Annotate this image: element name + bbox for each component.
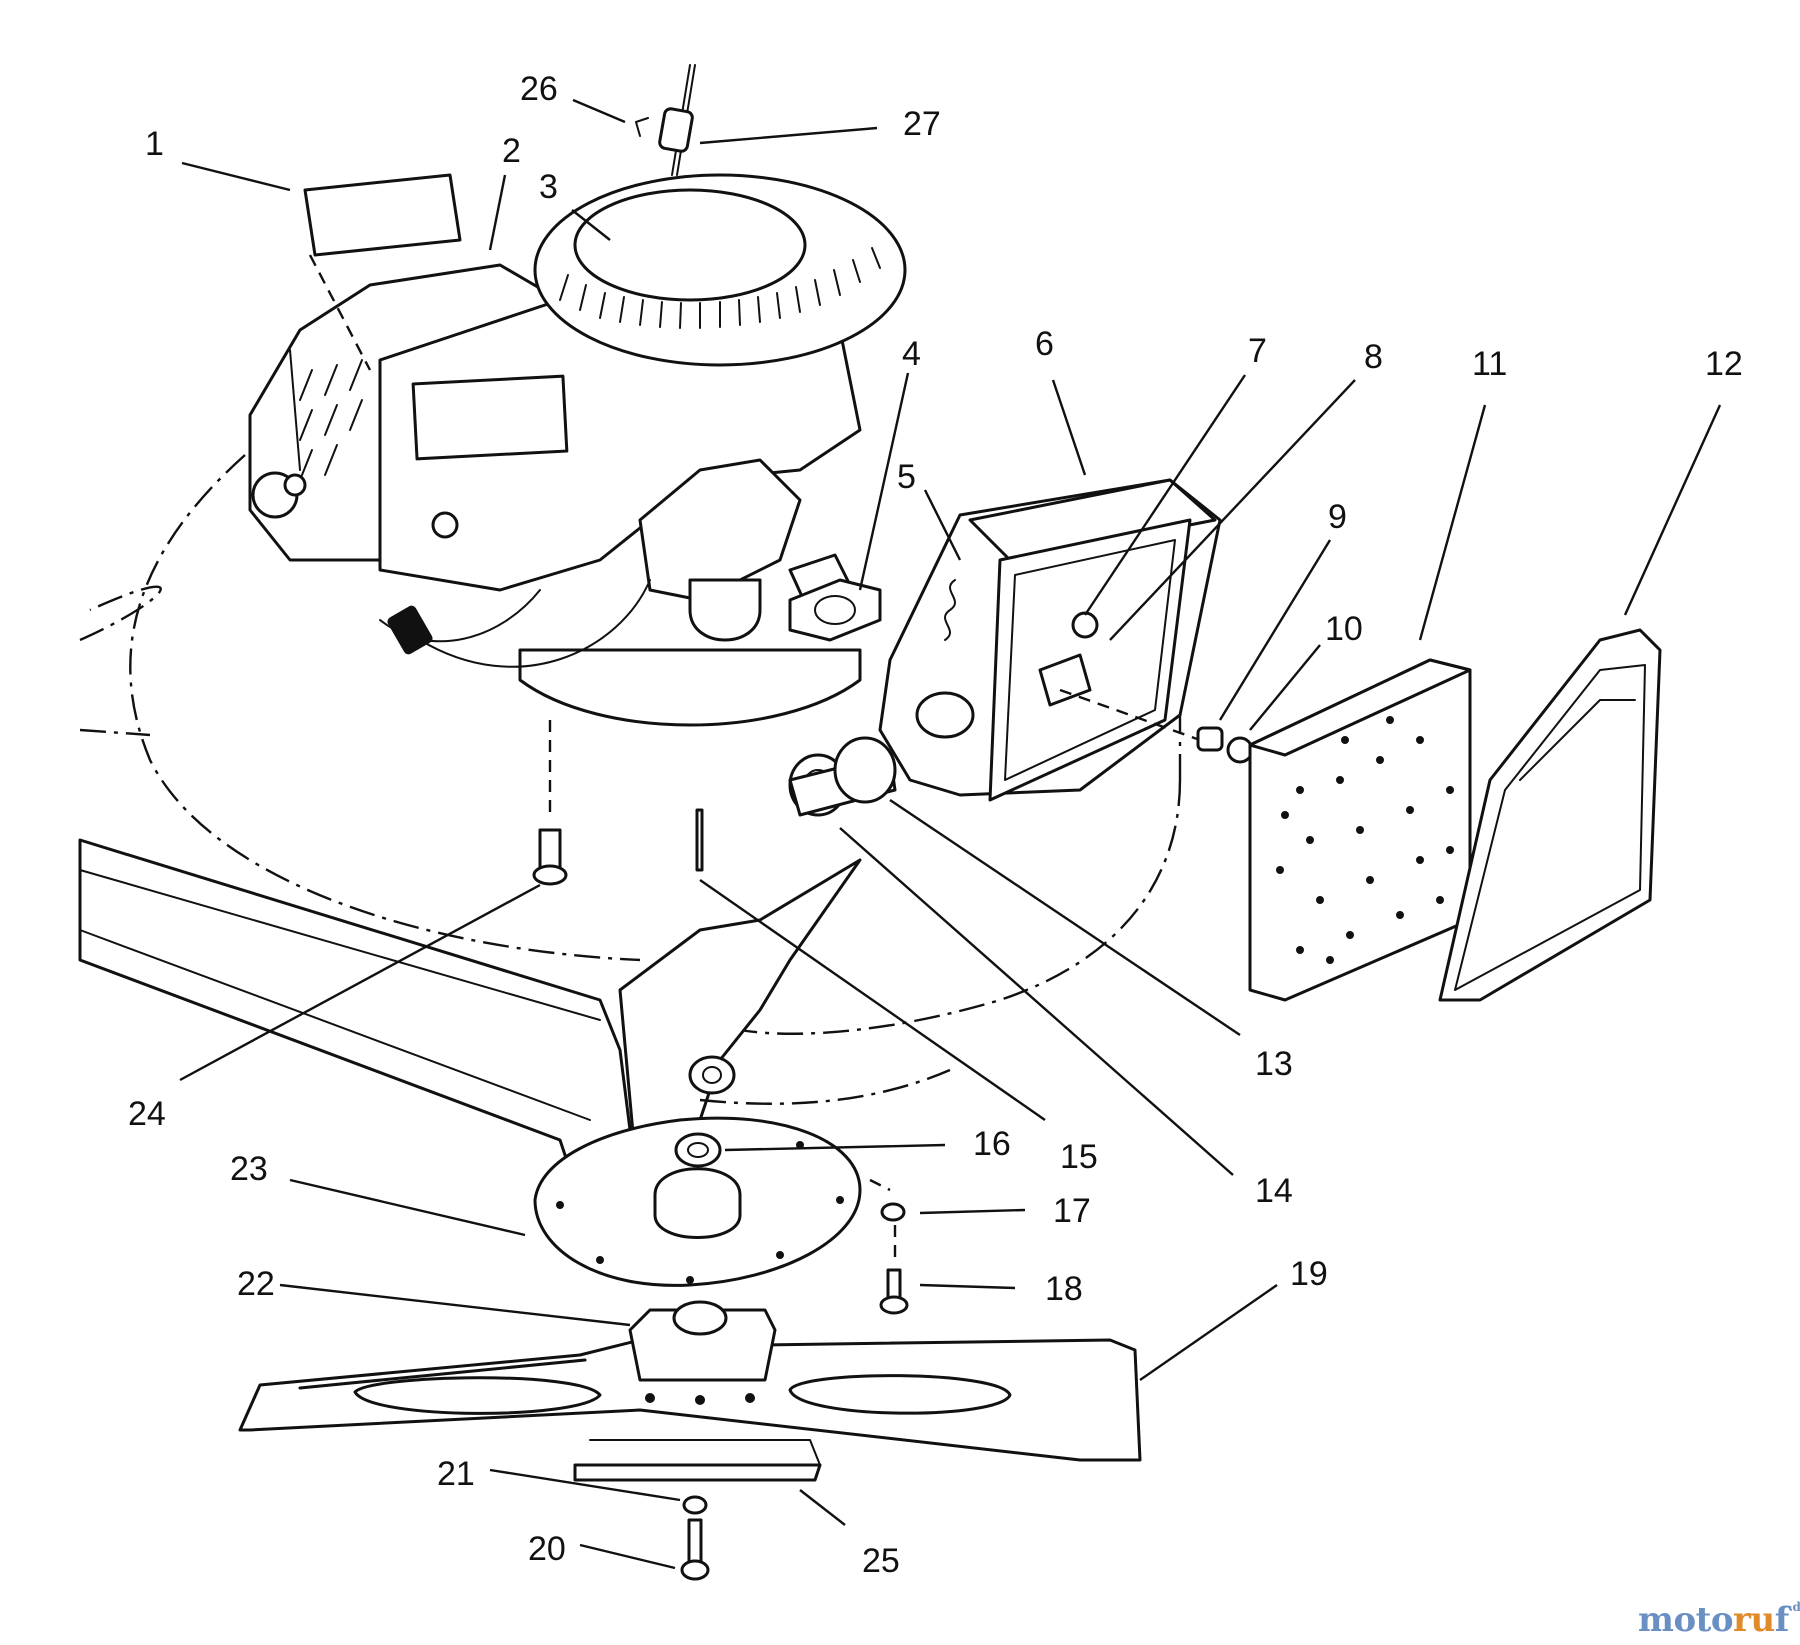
leader-13 — [889, 799, 1241, 1036]
callout-16: 16 — [973, 1125, 1011, 1163]
callout-7: 7 — [1248, 332, 1267, 370]
leader-19 — [1139, 1284, 1278, 1381]
leader-15 — [699, 879, 1046, 1121]
screw-nut — [1059, 688, 1254, 764]
leader-22 — [279, 1283, 631, 1327]
leader-9 — [1218, 539, 1332, 721]
callout-5: 5 — [897, 458, 916, 496]
leader-1 — [181, 161, 291, 192]
leader-27 — [699, 126, 878, 145]
callout-2: 2 — [502, 132, 521, 170]
callout-20: 20 — [528, 1530, 566, 1568]
callout-8: 8 — [1364, 338, 1383, 376]
engine-bolt — [532, 720, 704, 886]
leader-16 — [724, 1143, 946, 1152]
watermark-tld: .de — [1788, 1600, 1800, 1614]
callout-1: 1 — [145, 125, 164, 163]
watermark-part1: moto — [1638, 1600, 1734, 1640]
callout-6: 6 — [1035, 325, 1054, 363]
filter-cover — [1438, 628, 1662, 1002]
blade-bolt — [680, 1495, 710, 1581]
leader-23 — [289, 1178, 526, 1237]
watermark-part3: f — [1774, 1600, 1790, 1640]
watermark-part2: ru — [1733, 1600, 1775, 1640]
callout-18: 18 — [1045, 1270, 1083, 1308]
leader-18 — [919, 1283, 1016, 1290]
callout-4: 4 — [902, 335, 921, 373]
leader-10 — [1249, 644, 1321, 731]
callout-14: 14 — [1255, 1172, 1293, 1210]
callout-10: 10 — [1325, 610, 1363, 648]
leader-6 — [1051, 379, 1087, 476]
engine-block — [248, 173, 907, 727]
callout-25: 25 — [862, 1542, 900, 1580]
leader-3 — [571, 209, 611, 241]
leader-8 — [1109, 379, 1356, 641]
leader-7 — [1084, 374, 1246, 616]
leader-2 — [488, 174, 507, 251]
callout-12: 12 — [1705, 345, 1743, 383]
callout-15: 15 — [1060, 1138, 1098, 1176]
air-filter-base — [878, 478, 1222, 802]
callout-27: 27 — [903, 105, 941, 143]
blade-adapter-plate — [533, 1116, 891, 1287]
leader-5 — [923, 489, 962, 561]
leader-21 — [489, 1468, 681, 1502]
washer-bolt — [879, 1202, 909, 1315]
leader-lines — [179, 98, 1722, 1570]
foam-element — [1248, 658, 1472, 1002]
callout-23: 23 — [230, 1150, 268, 1188]
callout-17: 17 — [1053, 1192, 1091, 1230]
watermark-logo: motoruf.de — [1638, 1600, 1800, 1640]
callout-26: 26 — [520, 70, 558, 108]
filter-caps — [788, 736, 897, 817]
callout-labels: 1 2 3 4 5 6 7 8 9 10 11 12 13 14 15 16 1… — [128, 70, 1743, 1580]
callout-21: 21 — [437, 1455, 475, 1493]
callout-11: 11 — [1472, 345, 1507, 383]
leader-25 — [799, 1489, 846, 1526]
leader-12 — [1623, 404, 1722, 616]
leader-14 — [839, 827, 1234, 1176]
callout-19: 19 — [1290, 1255, 1328, 1293]
leader-20 — [579, 1543, 676, 1570]
decal-part — [303, 173, 462, 371]
callout-24: 24 — [128, 1095, 166, 1133]
callout-22: 22 — [237, 1265, 275, 1303]
gasket-part — [788, 578, 882, 642]
leader-4 — [858, 372, 910, 591]
callout-13: 13 — [1255, 1045, 1293, 1083]
leader-17 — [919, 1208, 1026, 1215]
callout-9: 9 — [1328, 498, 1347, 536]
leader-24 — [179, 883, 541, 1082]
callout-3: 3 — [539, 168, 558, 206]
throttle-cable — [635, 64, 696, 176]
mower-blade — [238, 1300, 1142, 1482]
leader-26 — [572, 98, 626, 124]
leader-11 — [1418, 404, 1487, 641]
mower-deck-outline — [79, 454, 1182, 1035]
